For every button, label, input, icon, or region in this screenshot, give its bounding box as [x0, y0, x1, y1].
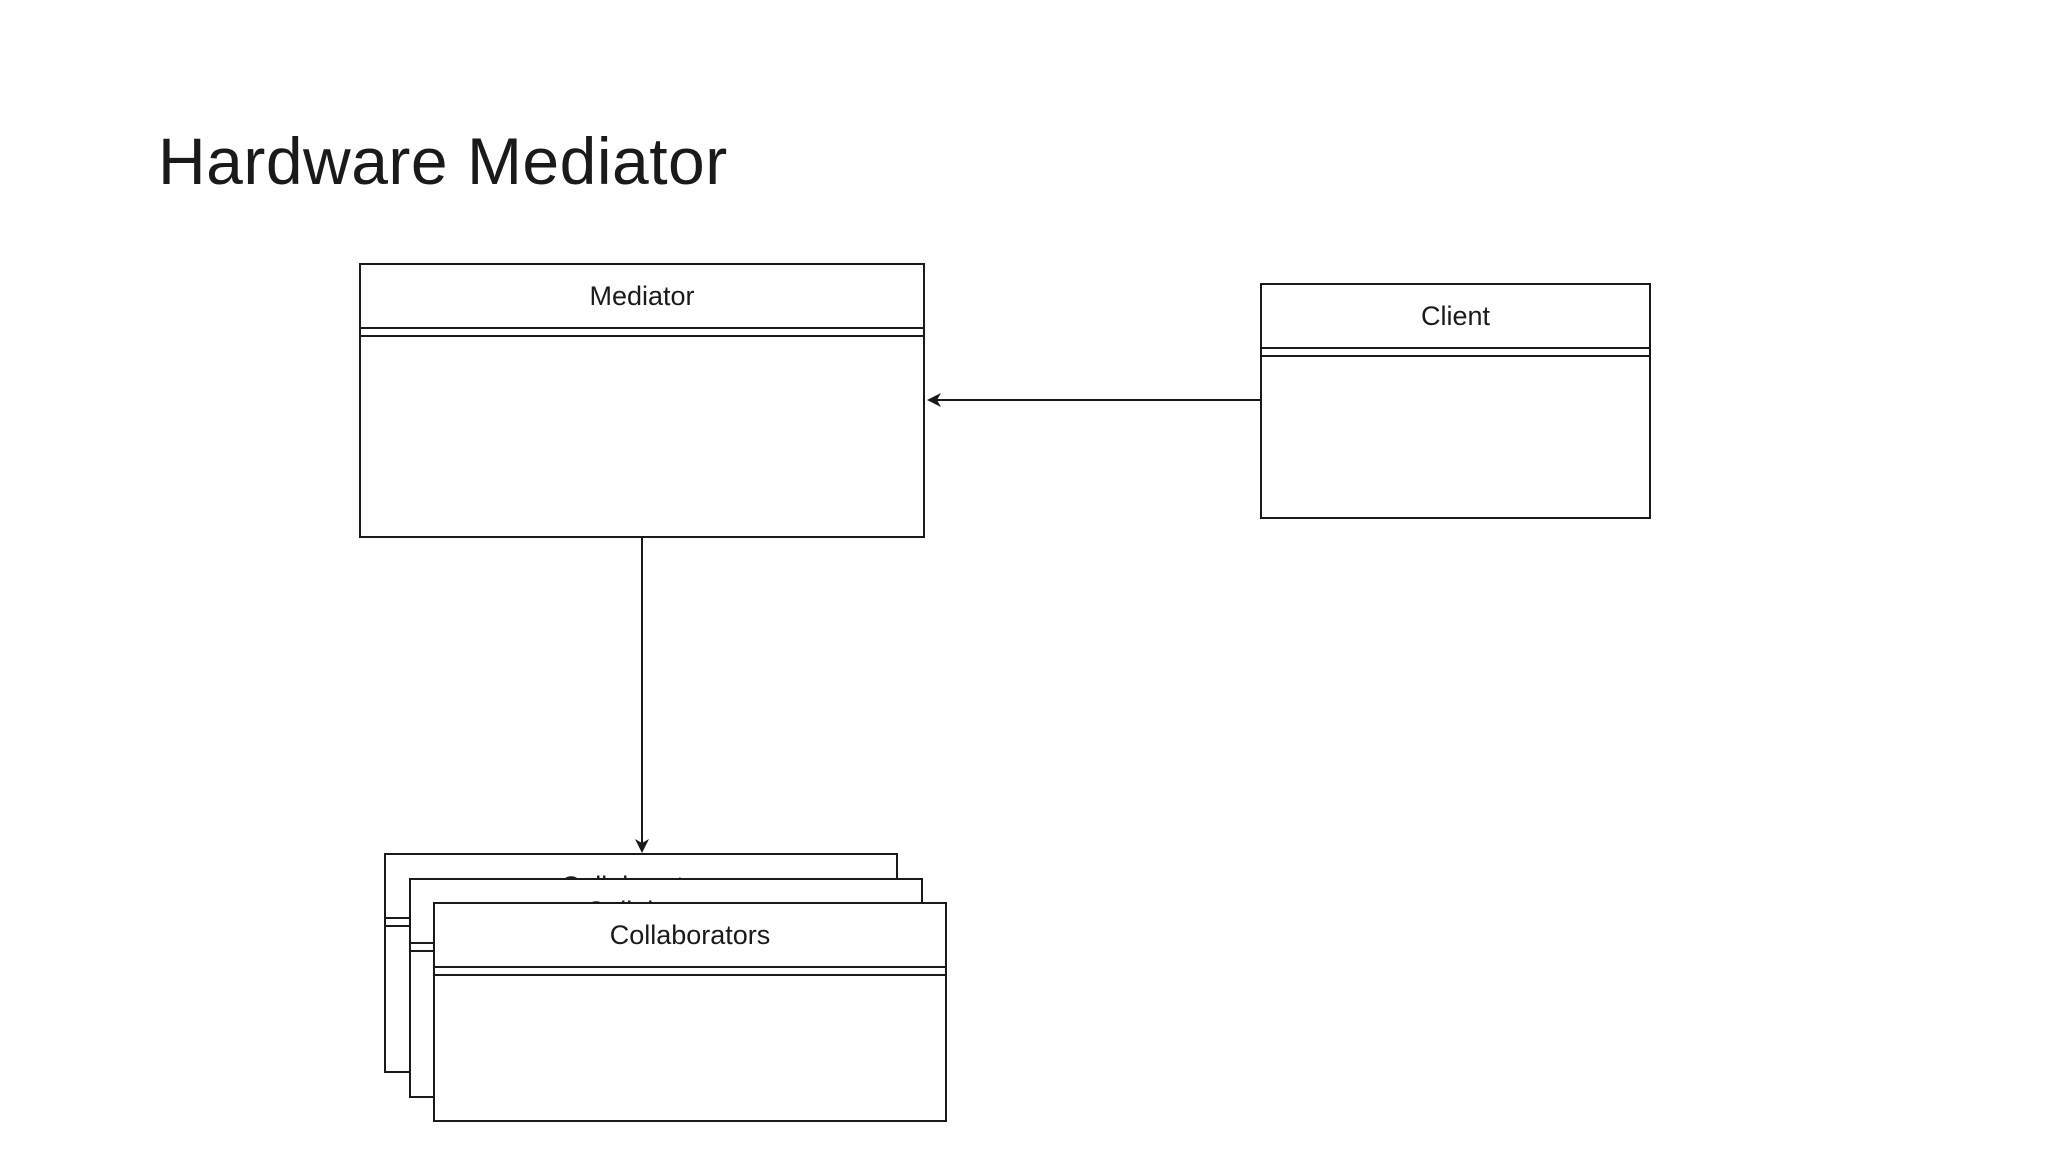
- client-class-name: Client: [1262, 285, 1649, 349]
- collaborators-class-name: Collaborators: [435, 904, 945, 968]
- slide-title: Hardware Mediator: [158, 124, 728, 198]
- mediator-class[interactable]: Mediator: [359, 263, 925, 538]
- collaborators-class-front[interactable]: Collaborators: [433, 902, 947, 1122]
- mediator-class-name: Mediator: [361, 265, 923, 329]
- collaborators-attributes-divider: [435, 974, 945, 976]
- client-class[interactable]: Client: [1260, 283, 1651, 519]
- client-attributes-divider: [1262, 355, 1649, 357]
- mediator-attributes-divider: [361, 335, 923, 337]
